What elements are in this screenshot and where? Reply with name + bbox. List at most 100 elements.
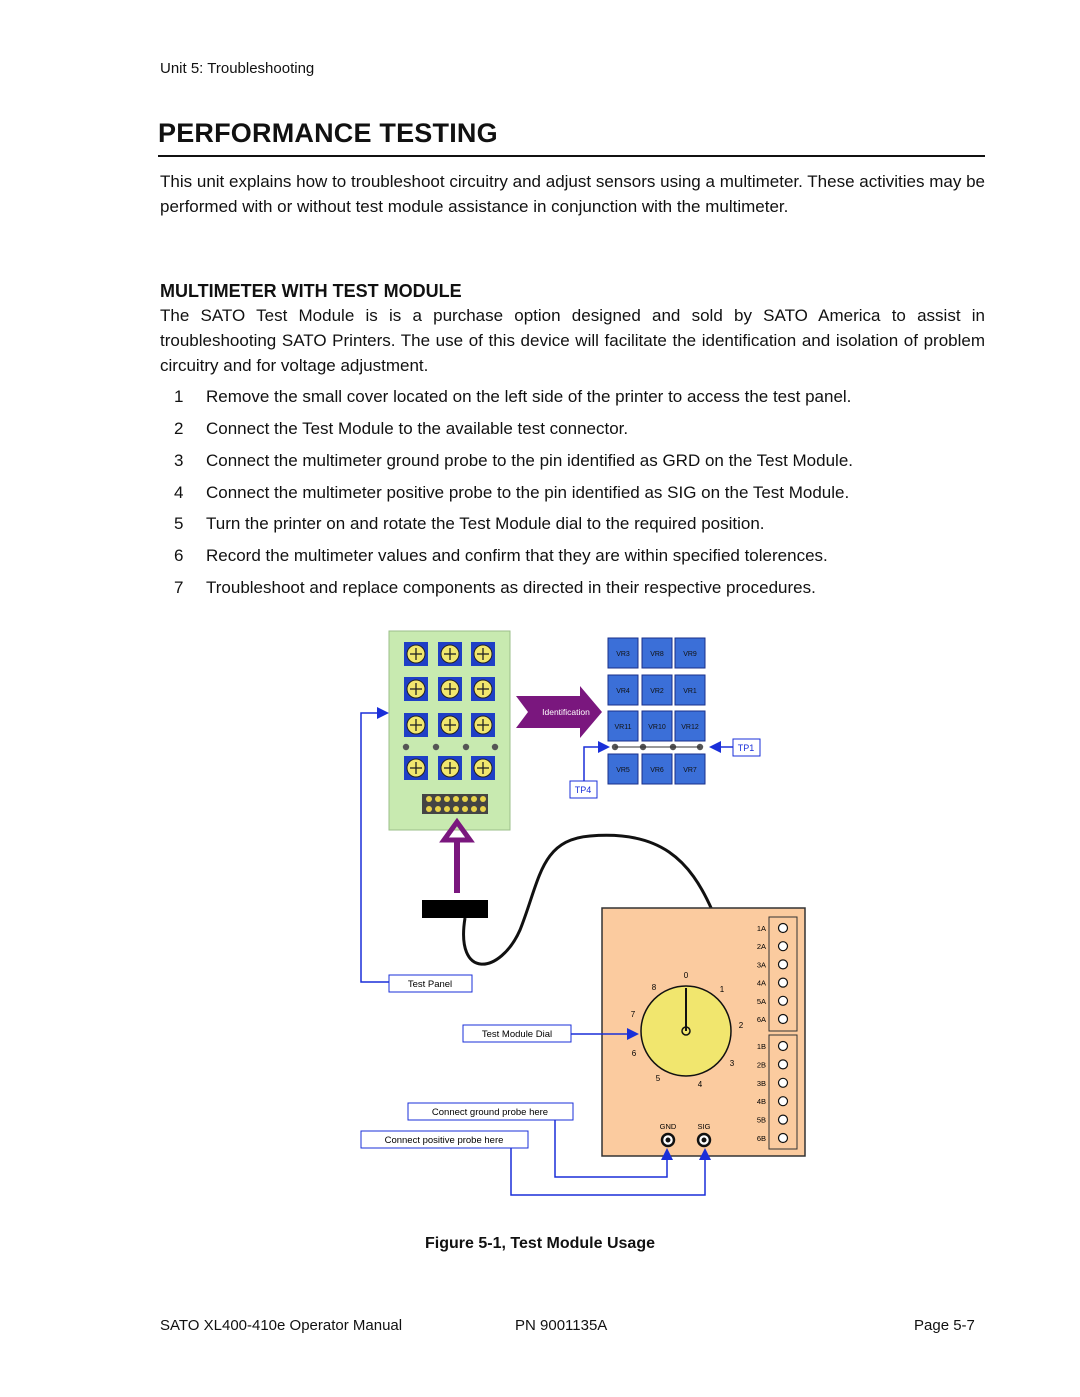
vr-box [674, 753, 706, 785]
connector-pin [453, 796, 459, 802]
connector-pin [444, 796, 450, 802]
connector-pins [426, 796, 486, 812]
pin-strip-b [768, 1034, 798, 1150]
vr-box [674, 674, 706, 706]
dial-position-label: 7 [631, 1010, 636, 1019]
step-text: Troubleshoot and replace components as d… [206, 578, 816, 597]
vr-label: VR5 [616, 767, 630, 774]
step-text: Connect the multimeter ground probe to t… [206, 451, 854, 470]
pin-jack-a [777, 959, 789, 970]
vr-label: VR6 [650, 767, 664, 774]
pin-label-b: 2B [757, 1060, 766, 1069]
step-1: 1 Remove the small cover located on the l… [174, 386, 994, 408]
step-number: 6 [174, 546, 184, 565]
connector-pin [471, 796, 477, 802]
step-text: Connect the multimeter positive probe to… [206, 483, 850, 502]
step-4: 4 Connect the multimeter positive probe t… [174, 482, 994, 504]
page-title: PERFORMANCE TESTING [158, 118, 498, 148]
vr-label: VR10 [648, 724, 666, 731]
identification-label: Identification [542, 707, 590, 717]
pin-jack-a [777, 977, 789, 988]
connector-pin [480, 796, 486, 802]
pin-jack-a [777, 922, 789, 934]
pin-label-a: 1A [757, 924, 766, 933]
connector-pin [480, 806, 486, 812]
vr-label: VR12 [681, 724, 699, 731]
vr-box [607, 637, 639, 669]
pin-label-b: 4B [757, 1097, 766, 1106]
test-module-plug [422, 900, 488, 918]
vr-label: VR3 [616, 651, 630, 658]
step-number: 2 [174, 419, 184, 438]
positive-probe-callout [360, 1130, 529, 1149]
ground-probe-label: Connect ground probe here [432, 1107, 548, 1118]
gnd-label: GND [660, 1122, 677, 1131]
tp4-leader [583, 741, 610, 781]
vr-label: VR11 [615, 724, 632, 731]
dial-position-label: 4 [698, 1080, 703, 1089]
dial-center [681, 1026, 691, 1036]
title-rule [158, 155, 985, 157]
step-text: Record the multimeter values and confirm… [206, 546, 828, 565]
potentiometer-grid [404, 642, 495, 780]
pin-label-b: 3B [757, 1079, 766, 1088]
identification-arrow [516, 686, 602, 738]
pin-label-b: 5B [757, 1116, 766, 1125]
connector-pin [462, 806, 468, 812]
dial-position-label: 2 [739, 1021, 744, 1030]
dial-position-label: 6 [632, 1049, 637, 1058]
step-number: 4 [174, 483, 184, 502]
sig-label: SIG [698, 1122, 711, 1131]
pin-jack-b [777, 1059, 789, 1070]
vr-box [607, 753, 639, 785]
footer-part-number: PN 9001135A [515, 1317, 608, 1334]
connector-pin [435, 806, 441, 812]
pin-label-a: 2A [757, 942, 766, 951]
connector-pin [426, 796, 432, 802]
connector-pin [435, 796, 441, 802]
test-point-dots [402, 743, 499, 751]
step-number: 1 [174, 387, 184, 406]
dial-callout-label: Test Module Dial [482, 1029, 552, 1040]
step-text: Remove the small cover located on the le… [206, 387, 852, 406]
pin-label-a: 6A [757, 1015, 766, 1024]
ground-probe-callout [407, 1102, 574, 1121]
pin-jack-b [777, 1114, 789, 1125]
step-text: Connect the Test Module to the available… [206, 419, 629, 438]
pin-jack-a [777, 995, 789, 1006]
dial-position-label: 5 [656, 1074, 661, 1083]
step-text: Turn the printer on and rotate the Test … [206, 514, 765, 533]
vr-box [674, 637, 706, 669]
dial-position-label: 0 [684, 971, 689, 980]
pin-jack-b [777, 1132, 789, 1144]
connector-pin [444, 806, 450, 812]
running-header: Unit 5: Troubleshooting [160, 60, 315, 77]
vr-box [641, 710, 673, 742]
pin-jack-b [777, 1077, 789, 1088]
pin-jack-b [777, 1096, 789, 1107]
dial-position-label: 1 [720, 985, 725, 994]
vr-label: VR9 [683, 651, 697, 658]
section-heading: MULTIMETER WITH TEST MODULE [160, 281, 462, 301]
intro-paragraph: This unit explains how to troubleshoot c… [160, 172, 985, 216]
vr-box [607, 674, 639, 706]
vr-label: VR1 [683, 688, 697, 695]
pin-strip-a [768, 916, 798, 1032]
pin-label-b: 1B [757, 1042, 766, 1051]
test-panel-leader [360, 707, 389, 983]
pin-label-a: 3A [757, 960, 766, 969]
test-point-dot [432, 743, 440, 751]
pin-label-a: 4A [757, 979, 766, 988]
connector-pin [453, 806, 459, 812]
tp4-box [569, 780, 598, 799]
connector-pin [462, 796, 468, 802]
tp1-label: TP1 [738, 743, 755, 753]
positive-probe-label: Connect positive probe here [385, 1135, 504, 1146]
pin-jack-a [777, 1013, 789, 1025]
